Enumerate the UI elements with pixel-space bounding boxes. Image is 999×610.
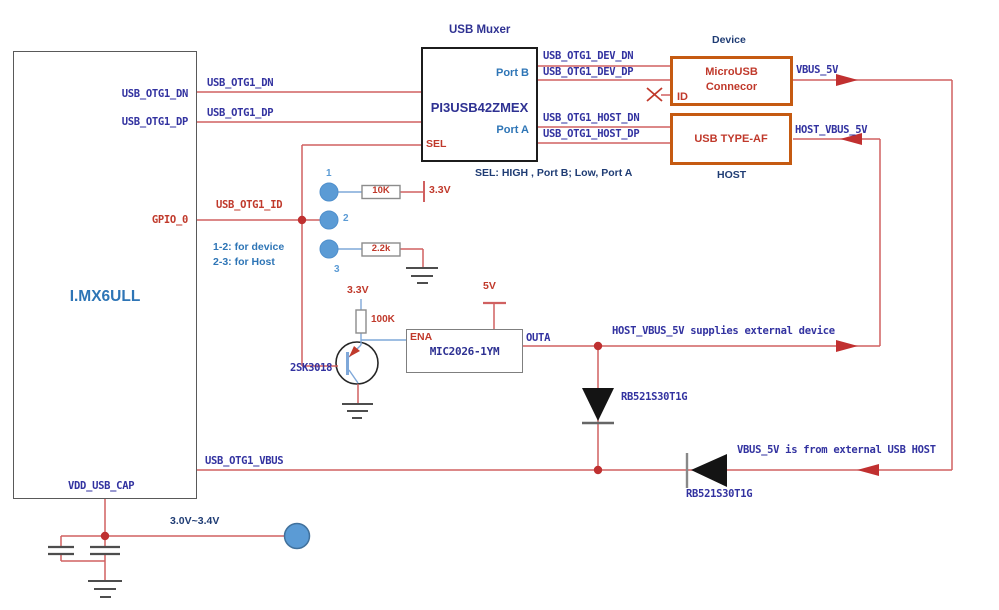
muxer-sel-pin: SEL [426, 138, 447, 150]
jumper-note2: 2-3: for Host [213, 256, 275, 268]
chip-pin-gpio: GPIO_0 [151, 214, 188, 226]
net-host-dp: USB_OTG1_HOST_DP [543, 128, 640, 140]
ground-symbols [88, 267, 438, 598]
device-title: Device [712, 34, 746, 46]
net-dev-dp: USB_OTG1_DEV_DP [543, 66, 634, 78]
jumper-note1: 1-2: for device [213, 241, 285, 253]
usb-muxer-block: Port B PI3USB42ZMEX Port A SEL [421, 47, 538, 162]
rail-33v-top-label: 3.3V [429, 184, 451, 196]
mic-part-number: MIC2026-1YM [429, 345, 500, 358]
resistor-10k-body [361, 184, 401, 200]
red-wires [60, 65, 953, 581]
net-dp: USB_OTG1_DP [207, 107, 274, 119]
mic-outa-pin: OUTA [526, 332, 551, 344]
jumper-pin2-label: 2 [343, 213, 349, 224]
jumper-pin-1 [319, 182, 339, 202]
muxer-port-b: Port B [496, 67, 529, 79]
typeaf-name: USB TYPE-AF [694, 133, 768, 145]
chip-pin-dp: USB_OTG1_DP [121, 116, 189, 128]
jumper-pin1-label: 1 [326, 168, 332, 179]
microusb-connector-block: MicroUSB Connecor ID [670, 56, 793, 106]
jumper-pin3-label: 3 [334, 264, 340, 275]
arrow-fromhost-left [857, 464, 879, 476]
arrow-supply-right [836, 340, 858, 352]
transistor-arrow [349, 346, 360, 357]
imx6ull-block: I.MX6ULL USB_OTG1_DN USB_OTG1_DP GPIO_0 … [13, 51, 197, 499]
capacitor-symbols [48, 545, 120, 556]
usb-typeaf-block: USB TYPE-AF [670, 113, 792, 165]
resistor-100k-body [355, 309, 367, 334]
arrow-hostvbus-left [840, 133, 862, 145]
resistor-100k-label: 100K [371, 314, 395, 325]
net-host-vbus-5v: HOST_VBUS_5V [795, 124, 868, 136]
flow-arrows [836, 74, 879, 476]
jumper-pin-2 [319, 210, 339, 230]
rail-5v-label: 5V [483, 280, 496, 292]
junction-dots [100, 215, 603, 541]
resistor-2k2-label: 2.2k [371, 243, 391, 254]
resistor-10k-label: 10K [372, 185, 390, 196]
jumper-pin-3 [319, 239, 339, 259]
microusb-name-line2: Connecor [705, 81, 758, 93]
muxer-port-a: Port A [496, 124, 529, 136]
usb-muxer-title: USB Muxer [449, 24, 511, 36]
resistor-bodies [355, 184, 401, 334]
diode-top-label: RB521S30T1G [621, 391, 688, 403]
no-connect-x-icon [646, 87, 663, 102]
diode-bottom-label: RB521S30T1G [686, 488, 753, 500]
arrow-vbus5v-right [836, 74, 858, 86]
transistor-label: 2SK3018 [290, 362, 333, 374]
microusb-name-line1: MicroUSB [705, 66, 758, 78]
mic2026-block: ENA MIC2026-1YM [406, 329, 523, 373]
resistor-2k2-body [361, 242, 401, 257]
chip-pin-dn: USB_OTG1_DN [121, 88, 189, 100]
net-vbus-5v: VBUS_5V [796, 64, 839, 76]
blue-wires [338, 191, 406, 384]
sel-note: SEL: HIGH , Port B; Low, Port A [475, 167, 633, 179]
diode-top-symbol [582, 388, 614, 425]
rail-33v-mid-label: 3.3V [347, 284, 369, 296]
net-dev-dn: USB_OTG1_DEV_DN [543, 50, 634, 62]
note-supply-external: HOST_VBUS_5V supplies external device [612, 325, 835, 337]
microusb-id-pin: ID [677, 91, 688, 103]
net-vbus: USB_OTG1_VBUS [205, 455, 284, 467]
net-id: USB_OTG1_ID [216, 199, 283, 211]
muxer-part-number: PI3USB42ZMEX [430, 100, 529, 115]
power-terminal-circle [283, 522, 311, 550]
note-from-host: VBUS_5V is from external USB HOST [737, 444, 936, 456]
net-dn: USB_OTG1_DN [207, 77, 274, 89]
diode-bottom-symbol [685, 453, 727, 488]
cap-voltage-range-label: 3.0V~3.4V [170, 515, 220, 527]
jumper-pins [319, 182, 339, 259]
chip-title: I.MX6ULL [69, 288, 141, 305]
chip-pin-vdd: VDD_USB_CAP [68, 480, 135, 492]
host-title: HOST [717, 169, 747, 181]
net-host-dn: USB_OTG1_HOST_DN [543, 112, 640, 124]
mic-ena-pin: ENA [410, 331, 433, 343]
